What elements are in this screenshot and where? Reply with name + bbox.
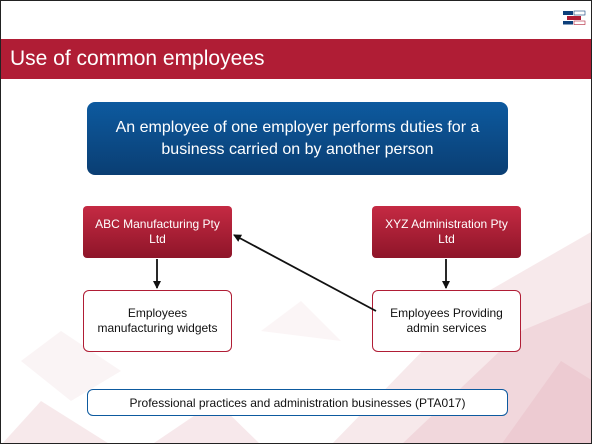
footer-note-box: Professional practices and administratio… — [87, 389, 508, 416]
employees-box-abc: Employees manufacturing widgets — [83, 290, 232, 352]
employer-box-xyz: XYZ Administration Pty Ltd — [372, 206, 521, 258]
main-statement-box: An employee of one employer performs dut… — [87, 102, 508, 175]
employees-box-xyz: Employees Providing admin services — [372, 290, 521, 352]
employer-box-abc: ABC Manufacturing Pty Ltd — [83, 206, 232, 258]
title-bar: Use of common employees — [1, 39, 591, 79]
state-revenue-office-logo-icon — [561, 9, 587, 29]
slide-title: Use of common employees — [10, 47, 265, 70]
